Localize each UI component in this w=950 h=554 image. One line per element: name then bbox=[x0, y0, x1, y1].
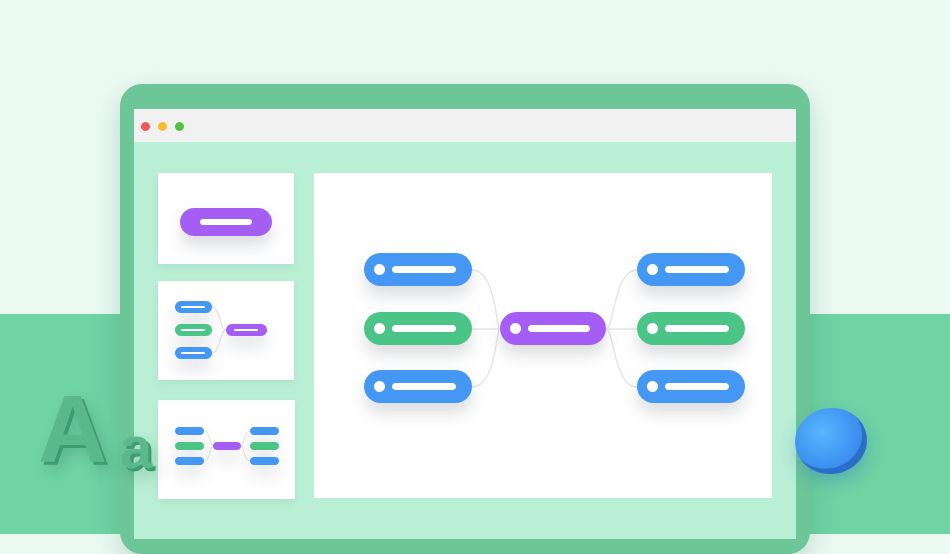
topic-handle bbox=[647, 323, 658, 334]
thumbnail-topic-pill bbox=[175, 457, 204, 465]
minimize-window-button[interactable] bbox=[158, 122, 167, 131]
topic-text-placeholder bbox=[392, 383, 456, 390]
thumbnail-topic-pill bbox=[180, 208, 272, 236]
left-topic-1[interactable] bbox=[364, 253, 472, 286]
mind-map-canvas[interactable] bbox=[314, 173, 772, 498]
topic-handle bbox=[374, 264, 385, 275]
right-topic-3[interactable] bbox=[637, 370, 745, 403]
font-icon-lowercase: a bbox=[120, 416, 153, 481]
thumbnail-connectors bbox=[211, 306, 227, 354]
thumbnail-topic-pill bbox=[175, 347, 212, 359]
topic-handle bbox=[647, 264, 658, 275]
one-side-map-thumbnail[interactable] bbox=[158, 281, 294, 380]
single-topic-thumbnail[interactable] bbox=[158, 173, 294, 264]
topic-text-placeholder bbox=[665, 266, 729, 273]
thumbnail-topic-pill bbox=[175, 301, 212, 313]
thumbnail-central-pill bbox=[213, 442, 241, 450]
topic-text-placeholder bbox=[528, 325, 590, 332]
topic-text-placeholder bbox=[665, 325, 729, 332]
topic-handle bbox=[374, 381, 385, 392]
two-side-map-thumbnail[interactable] bbox=[158, 400, 295, 499]
font-icon-uppercase: A bbox=[38, 376, 108, 483]
thumbnail-topic-pill bbox=[175, 427, 204, 435]
close-window-button[interactable] bbox=[141, 122, 150, 131]
left-topic-3[interactable] bbox=[364, 370, 472, 403]
right-topic-2[interactable] bbox=[637, 312, 745, 345]
thumbnail-central-pill bbox=[226, 324, 267, 336]
left-topic-2[interactable] bbox=[364, 312, 472, 345]
topic-handle bbox=[374, 323, 385, 334]
window-titlebar bbox=[134, 109, 796, 142]
right-topic-1[interactable] bbox=[637, 253, 745, 286]
topic-text-placeholder bbox=[392, 266, 456, 273]
thumbnail-topic-pill bbox=[175, 442, 204, 450]
thumbnail-connectors bbox=[203, 430, 251, 462]
thumbnail-topic-pill bbox=[250, 457, 279, 465]
thumbnail-topic-pill bbox=[250, 442, 279, 450]
central-topic[interactable] bbox=[500, 312, 606, 345]
topic-text-placeholder bbox=[665, 383, 729, 390]
topic-handle bbox=[647, 381, 658, 392]
thumbnail-topic-pill bbox=[250, 427, 279, 435]
thumbnail-topic-pill bbox=[175, 324, 212, 336]
topic-text-placeholder bbox=[392, 325, 456, 332]
topic-handle bbox=[510, 323, 521, 334]
maximize-window-button[interactable] bbox=[175, 122, 184, 131]
mind-map-connectors bbox=[471, 269, 638, 388]
